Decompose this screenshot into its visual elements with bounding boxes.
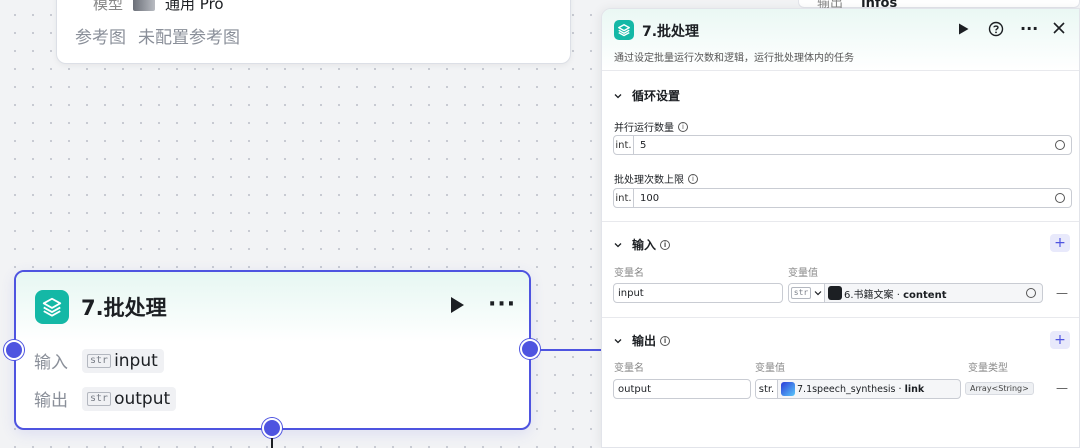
input-section-header[interactable]: 输入 i bbox=[614, 236, 671, 253]
output-variable-name-field[interactable]: output bbox=[613, 379, 751, 399]
batch-body-edge[interactable] bbox=[271, 438, 273, 448]
node-input-variable: str input bbox=[82, 348, 164, 373]
loop-settings-header[interactable]: 循环设置 bbox=[614, 87, 680, 104]
batch-limit-input[interactable]: int. 100 bbox=[613, 188, 1072, 208]
batch-limit-text: 批处理次数上限 bbox=[614, 175, 684, 186]
input-variable-name-field[interactable]: input bbox=[613, 283, 783, 303]
node-output-row: 输出 str output bbox=[34, 386, 177, 411]
model-value: 通用 Pro bbox=[165, 0, 224, 13]
variable-reference-icon[interactable] bbox=[1055, 140, 1065, 150]
upstream-node-card[interactable]: 模型 通用 Pro 参考图 未配置参考图 bbox=[56, 0, 571, 64]
input-reference-text: 6.书籍文案 · content bbox=[844, 289, 947, 301]
input-port[interactable] bbox=[4, 340, 24, 360]
batch-icon bbox=[614, 20, 634, 40]
model-thumbnail bbox=[133, 0, 156, 11]
node-header-background bbox=[16, 272, 529, 342]
output-section-header[interactable]: 输出 i bbox=[614, 332, 671, 349]
int-type-tag: int. bbox=[614, 189, 634, 207]
batch-node-card[interactable]: 7.批处理 ··· 输入 str input 输出 str output bbox=[14, 270, 531, 430]
output-variable-value-field[interactable]: str. 7.1speech_synthesis · link bbox=[755, 379, 961, 399]
source-node-icon bbox=[828, 286, 842, 300]
section-divider bbox=[602, 221, 1079, 222]
string-type-icon: str bbox=[87, 391, 112, 406]
parallel-count-label: 并行运行数量 i bbox=[614, 119, 688, 134]
add-input-button[interactable]: + bbox=[1050, 234, 1070, 252]
string-type-tag: str. bbox=[756, 380, 778, 398]
info-icon[interactable]: i bbox=[678, 121, 688, 132]
more-icon[interactable]: ··· bbox=[488, 292, 517, 317]
input-variable-value-field[interactable]: str 6.书籍文案 · content bbox=[788, 283, 1043, 303]
add-output-button[interactable]: + bbox=[1050, 331, 1070, 349]
run-icon[interactable] bbox=[449, 296, 465, 318]
node-output-variable: str output bbox=[82, 386, 177, 411]
remove-output-button[interactable]: — bbox=[1056, 381, 1068, 395]
string-type-icon: str bbox=[790, 287, 812, 299]
variable-reference-icon[interactable] bbox=[1026, 288, 1036, 298]
section-divider bbox=[602, 317, 1079, 318]
close-icon[interactable] bbox=[1052, 21, 1066, 39]
background-output-value: infos bbox=[861, 0, 898, 11]
chevron-down-icon bbox=[814, 291, 822, 296]
more-icon[interactable]: ··· bbox=[1020, 19, 1039, 38]
output-col-value-header: 变量值 bbox=[755, 363, 785, 374]
model-row: 模型 通用 Pro bbox=[93, 0, 224, 14]
node-settings-panel: 7.批处理 通过设定批量运行次数和逻辑，运行批处理体内的任务 ··· 循环设置 … bbox=[601, 8, 1080, 448]
type-selector[interactable]: str bbox=[789, 284, 825, 302]
background-output-label: 输出 bbox=[817, 0, 844, 11]
model-label: 模型 bbox=[93, 0, 124, 13]
remove-input-button[interactable]: — bbox=[1056, 286, 1068, 300]
batch-body-port[interactable] bbox=[262, 418, 282, 438]
chevron-down-icon bbox=[614, 242, 622, 247]
parallel-count-input[interactable]: int. 5 bbox=[613, 135, 1072, 155]
panel-header: 7.批处理 通过设定批量运行次数和逻辑，运行批处理体内的任务 ··· bbox=[602, 9, 1079, 71]
node-output-label: 输出 bbox=[34, 391, 68, 411]
background-panel-fragment: 输出 infos bbox=[798, 0, 1080, 11]
node-input-label: 输入 bbox=[34, 353, 68, 373]
input-col-name-header: 变量名 bbox=[614, 268, 644, 279]
output-ref-field: link bbox=[904, 383, 925, 395]
output-port[interactable] bbox=[520, 339, 540, 359]
node-input-row: 输入 str input bbox=[34, 348, 164, 373]
connection-edge[interactable] bbox=[540, 349, 602, 351]
variable-reference-icon[interactable] bbox=[1055, 193, 1065, 203]
input-ref-field: content bbox=[903, 289, 947, 301]
info-icon[interactable]: i bbox=[660, 239, 671, 250]
output-type-badge: Array<String> bbox=[965, 382, 1034, 395]
panel-description: 通过设定批量运行次数和逻辑，运行批处理体内的任务 bbox=[614, 53, 854, 64]
reference-image-row: 参考图 未配置参考图 bbox=[75, 23, 240, 48]
parallel-count-text: 并行运行数量 bbox=[614, 123, 674, 134]
reference-image-label: 参考图 bbox=[75, 28, 126, 48]
input-section-title: 输入 bbox=[632, 238, 657, 252]
chevron-down-icon bbox=[614, 93, 622, 98]
info-icon[interactable]: i bbox=[688, 173, 698, 184]
input-col-value-header: 变量值 bbox=[788, 268, 818, 279]
run-icon[interactable] bbox=[958, 23, 969, 39]
batch-limit-label: 批处理次数上限 i bbox=[614, 171, 698, 186]
node-input-name: input bbox=[114, 350, 158, 371]
info-icon[interactable]: i bbox=[660, 335, 671, 346]
batch-icon bbox=[35, 290, 69, 324]
batch-limit-value[interactable]: 100 bbox=[640, 192, 660, 204]
parallel-count-value[interactable]: 5 bbox=[640, 139, 647, 151]
output-col-type-header: 变量类型 bbox=[968, 363, 1008, 374]
reference-image-value: 未配置参考图 bbox=[138, 28, 240, 48]
string-type-icon: str bbox=[87, 353, 112, 368]
source-node-icon bbox=[781, 382, 795, 396]
chevron-down-icon bbox=[614, 338, 622, 343]
node-title: 7.批处理 bbox=[81, 296, 167, 320]
loop-settings-title: 循环设置 bbox=[632, 89, 681, 103]
int-type-tag: int. bbox=[614, 136, 634, 154]
output-section-title: 输出 bbox=[632, 334, 657, 348]
input-ref-node: 6.书籍文案 bbox=[844, 289, 894, 301]
output-ref-node: 7.1speech_synthesis bbox=[797, 383, 896, 395]
output-reference-text: 7.1speech_synthesis · link bbox=[797, 383, 925, 395]
panel-title: 7.批处理 bbox=[642, 24, 700, 40]
node-output-name: output bbox=[114, 388, 171, 409]
help-icon[interactable] bbox=[988, 21, 1004, 41]
output-col-name-header: 变量名 bbox=[614, 363, 644, 374]
